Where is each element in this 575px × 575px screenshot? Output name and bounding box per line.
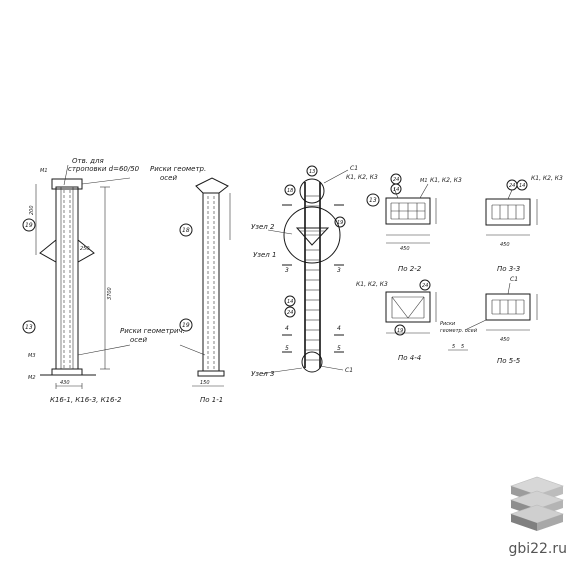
axis-marks-note-top-2: осей bbox=[160, 174, 177, 182]
node-3-label: Узел 3 bbox=[251, 370, 274, 378]
lifting-hole-note: Отв. для bbox=[72, 157, 104, 165]
section-mark-5-left: 5 bbox=[285, 345, 289, 352]
callout-19b: 19 bbox=[182, 322, 190, 329]
label-m1: М1 bbox=[40, 168, 48, 174]
s22-callout-circle-13 bbox=[366, 193, 380, 207]
callout-18: 18 bbox=[182, 227, 190, 234]
section-2-2: 13 24 14 М1 К1, К2, К3 450 По 2-2 bbox=[366, 173, 462, 273]
section-5-5: С1 Риски геометр. осей 450 5 5 По 5-5 bbox=[440, 276, 538, 365]
cage-callout-circle-19 bbox=[334, 216, 346, 228]
section-mark-3-right: 3 bbox=[337, 267, 341, 274]
s22-dim-450: 450 bbox=[400, 246, 410, 252]
cage-label-s1-bot: С1 bbox=[345, 367, 353, 374]
callout-19: 19 bbox=[25, 222, 33, 229]
s33-dim-450: 450 bbox=[500, 242, 510, 248]
s55-note-marks: Риски bbox=[440, 321, 456, 327]
site-watermark: gbi22.ru bbox=[508, 541, 567, 557]
s44-label-k: К1, К2, К3 bbox=[356, 281, 388, 288]
s22-callout-24: 24 bbox=[393, 177, 399, 183]
label-m2: М2 bbox=[28, 375, 36, 381]
s22-label-m1: М1 bbox=[420, 178, 428, 184]
section-2-2-caption: По 2-2 bbox=[398, 265, 422, 273]
s44-callout-24: 24 bbox=[422, 283, 428, 289]
reinforcement-cage: К1, К2, К3 С1 С1 Узел 2 Узел 1 Узел 3 3 … bbox=[251, 165, 378, 378]
cage-callout-18: 18 bbox=[287, 188, 293, 194]
cage-callout-circle-18 bbox=[284, 184, 296, 196]
node-2-label: Узел 2 bbox=[251, 223, 275, 231]
node-1-label: Узел 1 bbox=[253, 251, 276, 259]
s44-callout-circle-24 bbox=[419, 279, 431, 291]
column-side-view: 18 19 150 По 1-1 bbox=[179, 177, 231, 404]
cage-callout-circle-14 bbox=[284, 295, 296, 307]
s22-label-k: К1, К2, К3 bbox=[430, 177, 462, 184]
dim-430: 430 bbox=[60, 380, 70, 386]
label-m3: М3 bbox=[28, 353, 36, 359]
section-mark-3-left: 3 bbox=[285, 267, 289, 274]
cage-callout-19: 19 bbox=[337, 220, 343, 226]
cage-label-k: К1, К2, К3 bbox=[346, 174, 378, 181]
section-3-3: 24 14 К1, К2, К3 450 По 3-3 bbox=[485, 175, 563, 273]
callout-circle-18 bbox=[179, 223, 193, 237]
s44-callout-circle-19 bbox=[394, 324, 406, 336]
callout-circle-19b bbox=[179, 318, 193, 332]
s55-dim-450: 450 bbox=[500, 337, 510, 343]
cage-callout-circle-13 bbox=[306, 165, 318, 177]
s22-callout-13: 13 bbox=[369, 197, 377, 204]
cage-callout-13: 13 bbox=[309, 169, 315, 175]
s55-dim-5b: 5 bbox=[461, 344, 464, 350]
section-4-4: К1, К2, К3 24 19 По 4-4 bbox=[356, 279, 437, 362]
stacked-slabs-logo-icon bbox=[510, 476, 564, 531]
s55-note-marks-2: геометр. осей bbox=[440, 328, 478, 334]
cage-callout-14: 14 bbox=[287, 299, 293, 305]
callout-circle-19 bbox=[22, 218, 36, 232]
section-4-4-caption: По 4-4 bbox=[398, 354, 421, 362]
section-1-1-caption: По 1-1 bbox=[200, 396, 223, 404]
section-5-5-caption: По 5-5 bbox=[497, 357, 521, 365]
dim-height: 3700 bbox=[107, 287, 113, 300]
s33-callout-14: 14 bbox=[519, 183, 525, 189]
stirrups bbox=[305, 195, 320, 361]
column-caption: К16-1, К16-3, К16-2 bbox=[50, 396, 122, 404]
axis-marks-note-bottom-2: осей bbox=[130, 336, 147, 344]
lifting-hole-note-2: строповки d=60/50 bbox=[68, 165, 140, 173]
cage-callout-circle-24 bbox=[284, 306, 296, 318]
dim-150: 150 bbox=[200, 380, 210, 386]
section-mark-4-right: 4 bbox=[337, 325, 341, 332]
section-mark-4-left: 4 bbox=[285, 325, 289, 332]
callout-13: 13 bbox=[25, 324, 33, 331]
s55-dim-5a: 5 bbox=[452, 344, 455, 350]
dim-250: 250 bbox=[80, 246, 90, 252]
cage-label-s1-top: С1 bbox=[350, 165, 358, 172]
s55-label-c1: С1 bbox=[510, 276, 518, 283]
dim-200: 200 bbox=[29, 205, 35, 215]
axis-marks-note-bottom: Риски геометрич. bbox=[120, 327, 185, 335]
s33-callout-circle-14 bbox=[516, 179, 528, 191]
axis-marks-note-top: Риски геометр. bbox=[150, 165, 206, 173]
s33-callout-24: 24 bbox=[509, 183, 515, 189]
s33-label-k: К1, К2, К3 bbox=[531, 175, 563, 182]
section-3-3-caption: По 3-3 bbox=[497, 265, 520, 273]
s22-callout-circle-14 bbox=[390, 183, 402, 195]
column-elevation-left: Отв. для строповки d=60/50 Риски геометр… bbox=[22, 157, 206, 404]
cage-callout-24: 24 bbox=[287, 310, 293, 316]
s22-callout-14: 14 bbox=[393, 187, 399, 193]
section-mark-5-right: 5 bbox=[337, 345, 341, 352]
callout-circle-13 bbox=[22, 320, 36, 334]
s44-callout-19: 19 bbox=[397, 328, 403, 334]
